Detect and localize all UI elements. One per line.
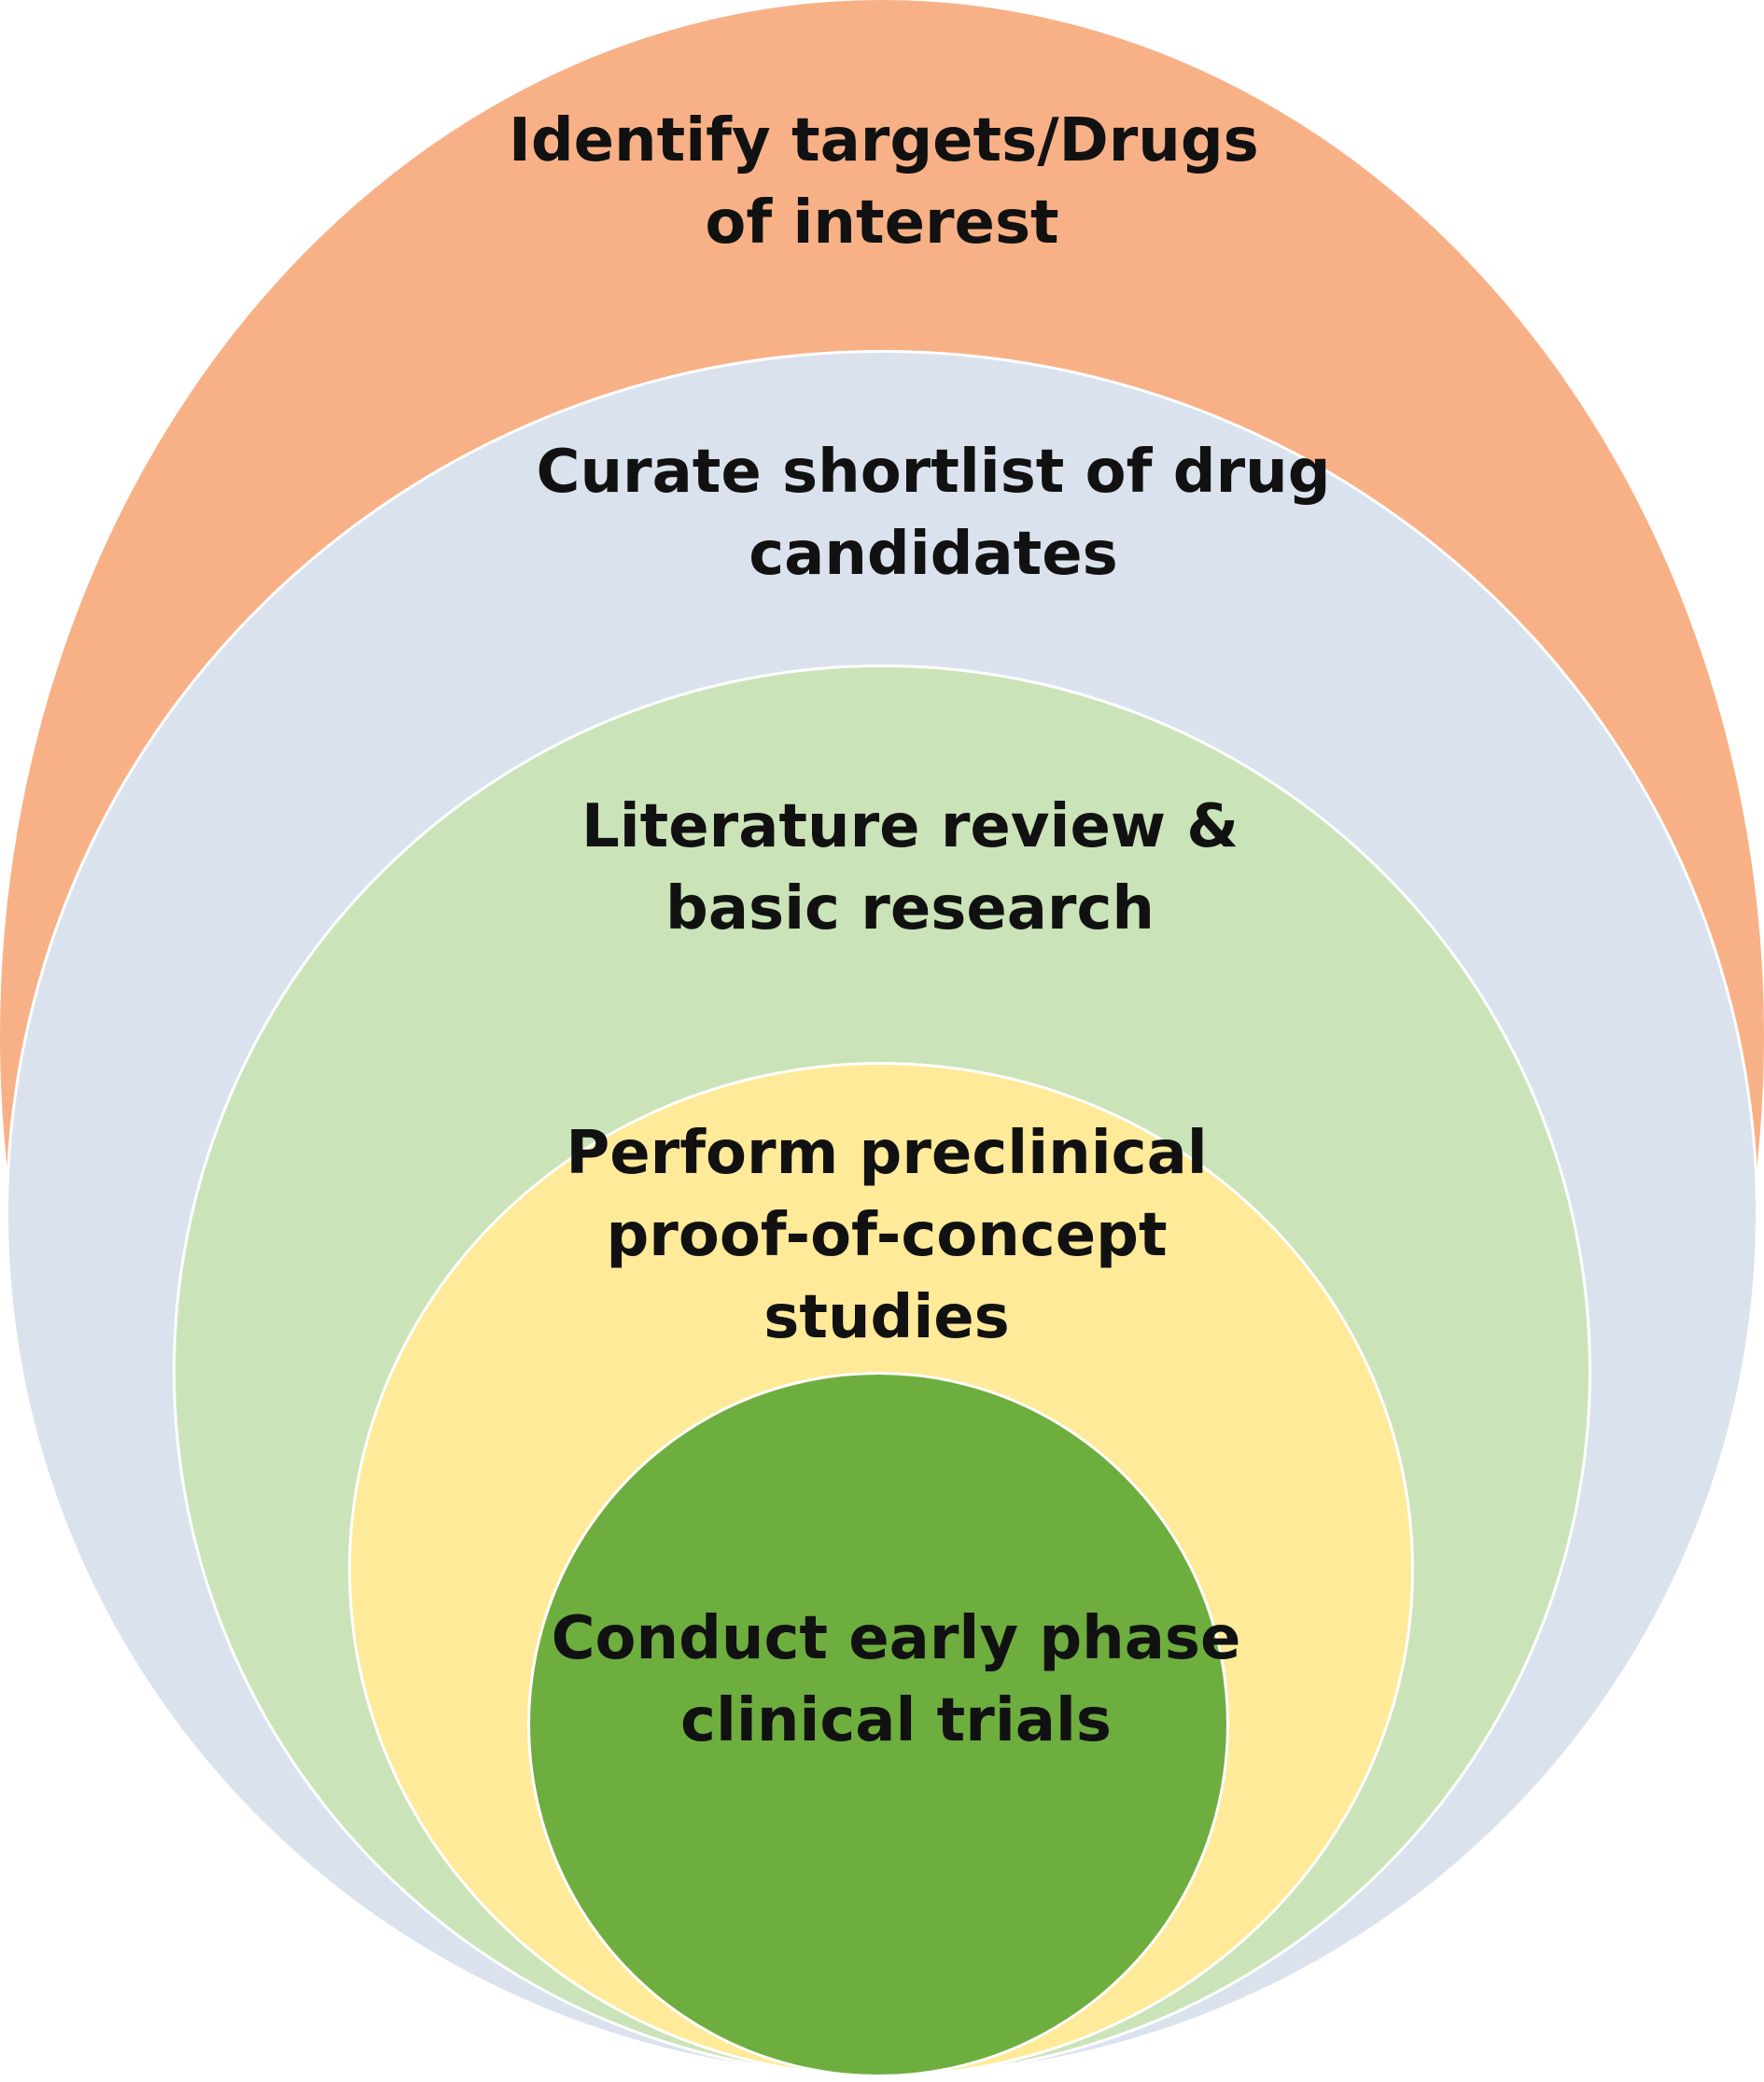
- stage-2-label-line-2: candidates: [749, 520, 1118, 589]
- stage-5-label-line-1: Conduct early phase: [551, 1604, 1241, 1673]
- stage-3-label-line-1: Literature review &: [581, 792, 1239, 861]
- stage-4-label-line-3: studies: [763, 1283, 1010, 1352]
- stage-3-label-line-2: basic research: [665, 874, 1155, 943]
- stage-4-label-line-1: Perform preclinical: [566, 1119, 1208, 1188]
- stage-2-label-line-1: Curate shortlist of drug: [536, 438, 1331, 507]
- stage-1-label-line-1: Identify targets/Drugs: [509, 106, 1259, 175]
- stage-2-label: Curate shortlist of drug candidates: [532, 431, 1335, 595]
- stage-5-label: Conduct early phase clinical trials: [541, 1598, 1251, 1762]
- stage-5-circle: [527, 1372, 1229, 2077]
- stage-4-label: Perform preclinical proof-of-concept stu…: [541, 1112, 1232, 1359]
- stage-1-label: Identify targets/Drugs of interest: [509, 100, 1259, 264]
- stage-4-label-line-2: proof-of-concept: [606, 1201, 1168, 1270]
- stage-3-label: Literature review & basic research: [555, 786, 1265, 950]
- stage-5-label-line-2: clinical trials: [680, 1686, 1112, 1755]
- stage-1-label-line-2: of interest: [705, 189, 1059, 258]
